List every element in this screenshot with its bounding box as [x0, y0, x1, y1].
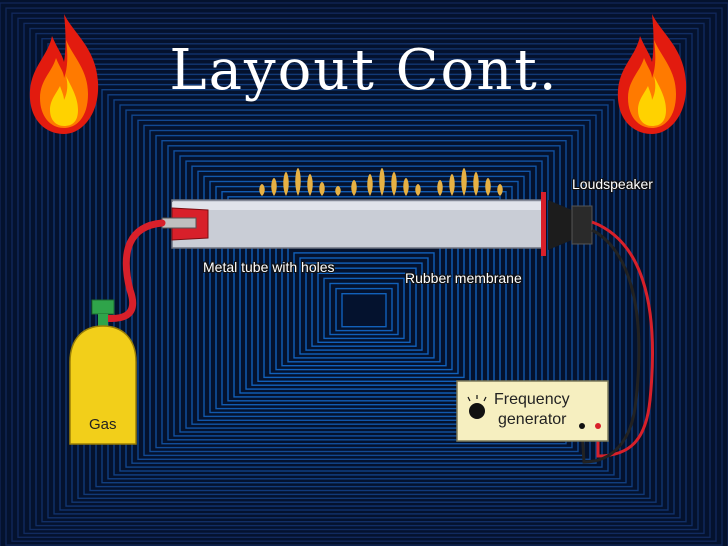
flame-tip [259, 184, 265, 196]
label-frequency-generator-line1: Frequency [494, 391, 570, 408]
flame-tip [391, 172, 397, 196]
flame-tip [461, 168, 467, 196]
label-frequency-generator: Frequency generator [494, 390, 570, 430]
flame-tip [295, 168, 301, 196]
generator-terminal-red [595, 423, 601, 429]
label-gas: Gas [89, 416, 117, 433]
flame-tip [351, 180, 357, 196]
flame-tip [497, 184, 503, 196]
flame-tip [449, 174, 455, 196]
flame-icon [617, 14, 687, 134]
flame-tip [485, 178, 491, 196]
gas-cylinder [69, 299, 137, 445]
label-metal-tube: Metal tube with holes [203, 259, 335, 275]
flame-tip [437, 180, 443, 196]
flame-tip [403, 178, 409, 196]
flame-tip [271, 178, 277, 196]
tube-flames [259, 168, 503, 196]
loudspeaker-icon [548, 200, 593, 250]
flame-tip [283, 172, 289, 196]
flame-tip [415, 184, 421, 196]
generator-knob-icon [469, 403, 485, 419]
label-frequency-generator-line2: generator [498, 411, 567, 428]
label-loudspeaker: Loudspeaker [572, 176, 653, 192]
flame-tip [473, 172, 479, 196]
flame-tip [335, 186, 341, 196]
flame-icon [29, 14, 99, 134]
flame-tip [379, 168, 385, 196]
speaker-wire-black [580, 228, 641, 464]
speaker-wire-red [591, 220, 654, 458]
gas-hose [98, 219, 166, 322]
flame-tip [367, 174, 373, 196]
label-rubber-membrane: Rubber membrane [405, 270, 522, 286]
slide-title: Layout Cont. [169, 38, 559, 103]
flame-tip [307, 174, 313, 196]
flame-tip [319, 182, 325, 196]
generator-terminal-black [579, 423, 585, 429]
rubber-membrane [541, 192, 546, 256]
